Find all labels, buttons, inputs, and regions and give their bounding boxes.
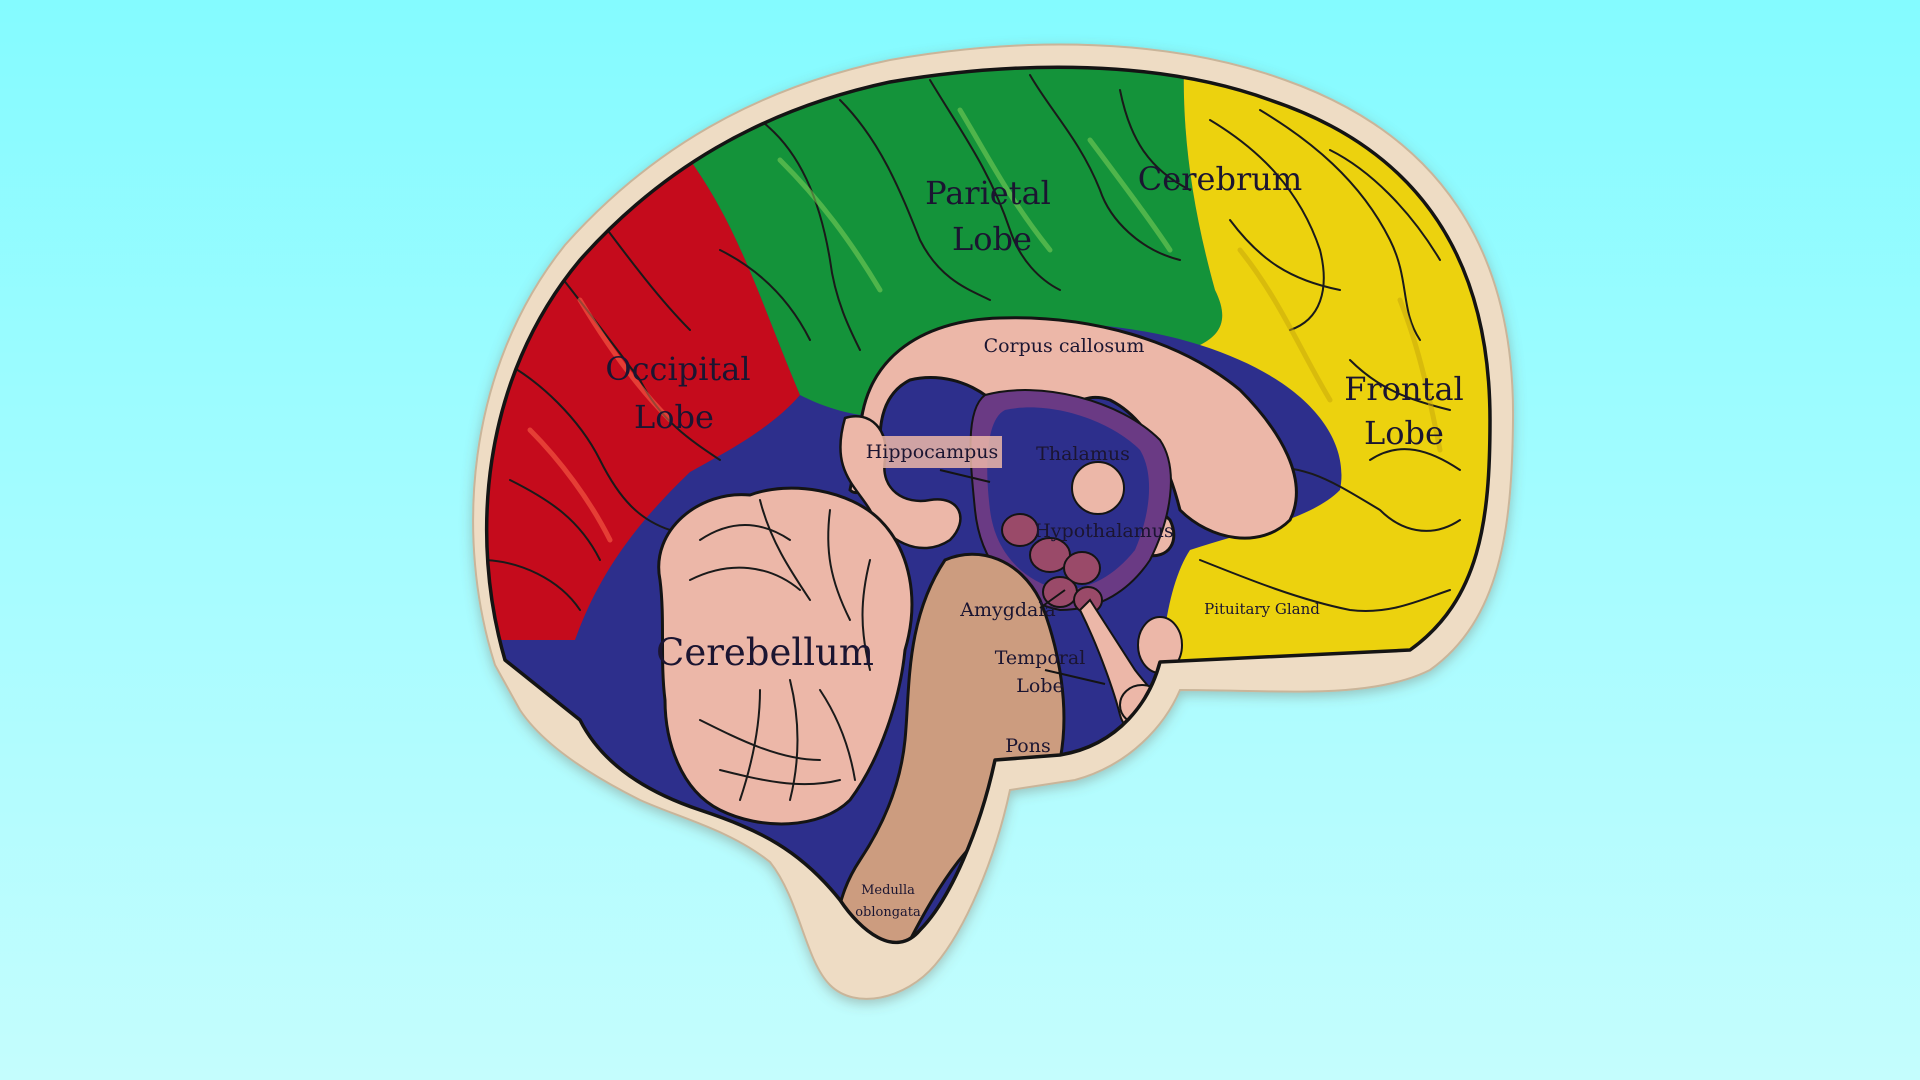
hippocampus-leader [939,469,991,483]
thalamus-label: Thalamus [1036,443,1130,465]
temporal-label-line2: Lobe [1016,675,1063,697]
brain-outline [484,65,1492,944]
parietal-label-line2: Lobe [952,220,1032,258]
cerebellum-label: Cerebellum [656,631,874,674]
parietal-label-line1: Parietal [925,174,1051,212]
medulla-label-line2: oblongata [855,905,921,920]
cerebellum [657,486,914,826]
hypothalamus-label: Hypothalamus [1034,520,1174,542]
frontal-label-line1: Frontal [1344,370,1464,408]
amygdala-cluster [1001,513,1103,614]
occipital-label-line2: Lobe [634,398,714,436]
parietal-lobe [690,67,1223,415]
temporal-label-line1: Temporal [995,647,1086,669]
corpus-callosum-label: Corpus callosum [984,335,1145,357]
hippocampus-label: Hippocampus [866,441,999,463]
pons-label: Pons [1005,735,1050,757]
frontal-label-line2: Lobe [1364,414,1444,452]
hippocampus-label-bg [862,436,1002,468]
temporal-leader [1044,669,1106,685]
amygdala-label: Amygdala [959,599,1056,621]
pituitary-label: Pituitary Gland [1204,600,1320,618]
medulla-label-line1: Medulla [861,883,915,898]
brainstem [834,552,1066,943]
amygdala-leader [1039,589,1066,609]
cerebrum-label: Cerebrum [1138,160,1302,198]
occipital-label-line1: Occipital [605,350,750,388]
thalamus-center [1071,461,1125,515]
